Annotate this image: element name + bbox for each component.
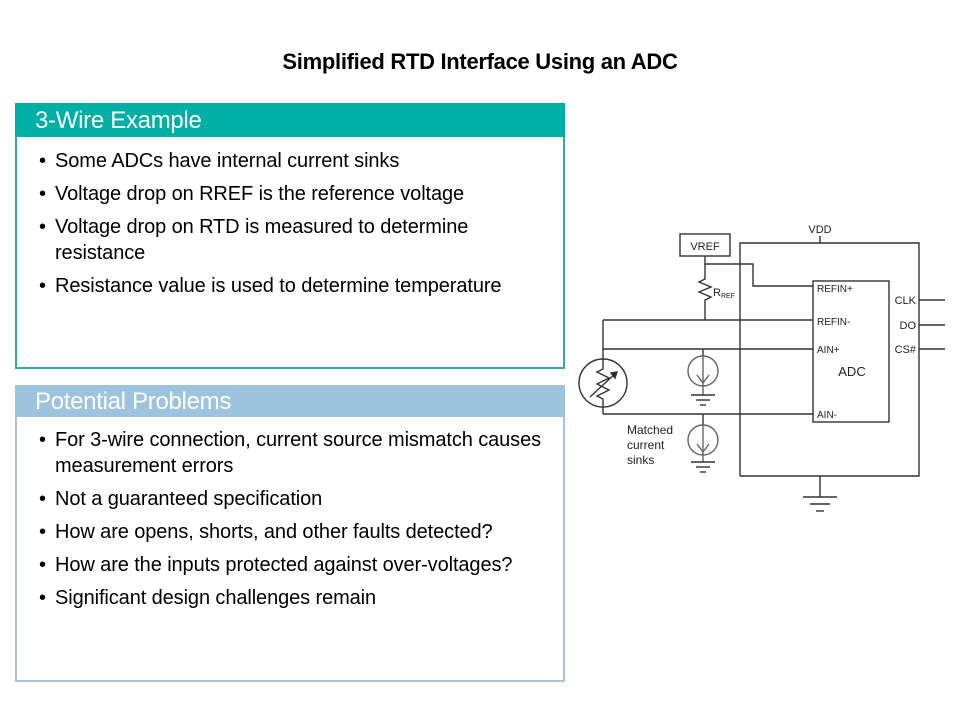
pin-refin-minus: REFIN- bbox=[817, 317, 850, 328]
bullet-item: •Voltage drop on RTD is measured to dete… bbox=[39, 216, 469, 264]
bullet-list: •For 3-wire connection, current source m… bbox=[17, 417, 563, 611]
sink-caption-line: current bbox=[627, 438, 665, 452]
bullet-icon: • bbox=[39, 183, 46, 205]
slide-title: Simplified RTD Interface Using an ADC bbox=[282, 49, 678, 74]
pin-ain-plus: AIN+ bbox=[817, 345, 840, 356]
pin-do: DO bbox=[900, 320, 917, 332]
bullet-icon: • bbox=[39, 150, 46, 172]
pin-ain-minus: AIN- bbox=[817, 410, 837, 421]
sink-caption-line: Matched bbox=[627, 423, 673, 437]
vref-box bbox=[679, 233, 731, 257]
rref-label: RREF bbox=[713, 287, 735, 300]
current-sink-icon bbox=[687, 355, 719, 387]
pin-cs: CS# bbox=[895, 344, 917, 356]
bullet-item: •Voltage drop on RREF is the reference v… bbox=[39, 183, 465, 205]
rtd-sensor-icon bbox=[578, 358, 628, 408]
current-sink-icon bbox=[687, 424, 719, 456]
bullet-item: •How are the inputs protected against ov… bbox=[39, 554, 513, 576]
panel-heading: 3-Wire Example bbox=[15, 103, 565, 137]
vdd-label: VDD bbox=[808, 224, 831, 236]
pin-refin-plus: REFIN+ bbox=[817, 284, 853, 295]
potential-problems-panel: Potential Problems •For 3-wire connectio… bbox=[15, 385, 565, 682]
bullet-item: •How are opens, shorts, and other faults… bbox=[39, 521, 493, 543]
three-wire-example-panel: 3-Wire Example •Some ADCs have internal … bbox=[15, 103, 565, 369]
bullet-icon: • bbox=[39, 488, 46, 510]
panel-heading: Potential Problems bbox=[15, 385, 565, 417]
bullet-item: •For 3-wire connection, current source m… bbox=[39, 429, 541, 477]
supply-rail bbox=[739, 242, 920, 477]
adc-label: ADC bbox=[838, 364, 865, 379]
bullet-list: •Some ADCs have internal current sinks •… bbox=[17, 137, 563, 299]
bullet-icon: • bbox=[39, 554, 46, 576]
sink-caption-line: sinks bbox=[627, 453, 654, 467]
rref-resistor-icon bbox=[697, 264, 713, 320]
bullet-item: •Significant design challenges remain bbox=[39, 587, 377, 609]
bullet-item: •Resistance value is used to determine t… bbox=[39, 275, 502, 297]
refin-plus-wire bbox=[704, 256, 813, 287]
bullet-item: •Some ADCs have internal current sinks bbox=[39, 150, 400, 172]
bullet-icon: • bbox=[39, 275, 46, 297]
bullet-icon: • bbox=[39, 587, 46, 609]
adc-chip bbox=[812, 280, 890, 423]
bullet-item: •Not a guaranteed specification bbox=[39, 488, 323, 510]
bullet-icon: • bbox=[39, 429, 46, 451]
bullet-icon: • bbox=[39, 216, 46, 238]
vref-label: VREF bbox=[690, 241, 720, 253]
bullet-icon: • bbox=[39, 521, 46, 543]
pin-clk: CLK bbox=[895, 295, 917, 307]
